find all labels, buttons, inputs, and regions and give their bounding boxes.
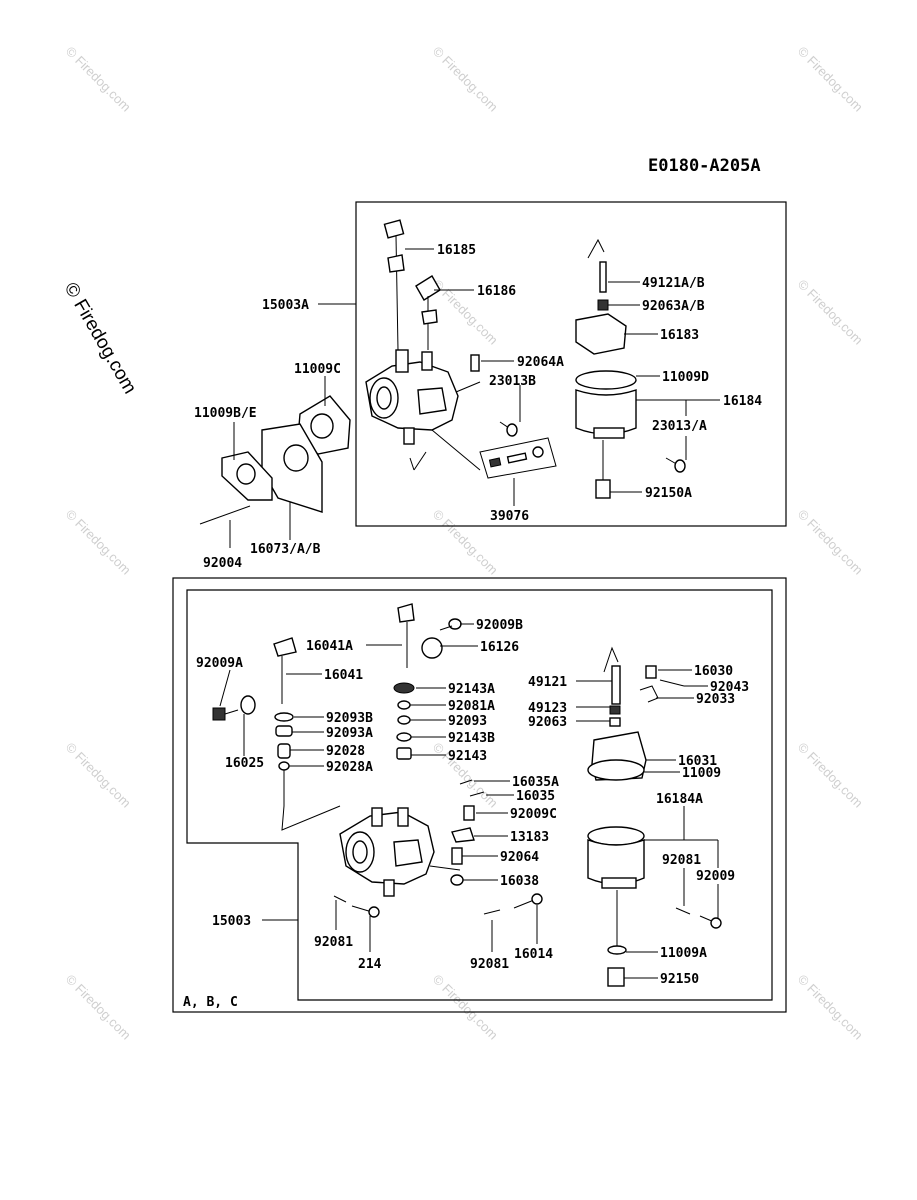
carburetor-body-lower xyxy=(339,807,435,897)
label-13183: 13183 xyxy=(510,830,549,845)
label-49121: 49121 xyxy=(528,675,567,690)
label-214: 214 xyxy=(358,957,382,972)
screw-92064A xyxy=(470,354,480,372)
sub-assembly-note: A, B, C xyxy=(183,995,238,1010)
label-92064: 92064 xyxy=(500,850,539,865)
label-92009C: 92009C xyxy=(510,807,557,822)
idle-screws-16035 xyxy=(450,779,485,886)
watermark: © Firedog.com xyxy=(795,972,866,1043)
label-16038: 16038 xyxy=(500,874,539,889)
label-92150A: 92150A xyxy=(645,486,692,501)
pilot-jets-lower xyxy=(333,893,543,918)
label-92009: 92009 xyxy=(696,869,735,884)
upper-leader-lines xyxy=(229,248,720,548)
label-92081-right: 92081 xyxy=(662,853,701,868)
label-92143: 92143 xyxy=(448,749,487,764)
throttle-shaft-16041 xyxy=(273,637,297,704)
label-16041A: 16041A xyxy=(306,639,353,654)
label-92009A: 92009A xyxy=(196,656,243,671)
choke-plate-16126 xyxy=(421,637,443,659)
label-92081-left: 92081 xyxy=(314,935,353,950)
label-15003A: 15003A xyxy=(262,298,309,313)
label-92093B: 92093B xyxy=(326,711,373,726)
brand-watermark: © Firedog.com xyxy=(60,279,141,398)
float-assembly-lower xyxy=(587,646,722,987)
lower-inner-frame xyxy=(186,589,773,1001)
label-92028: 92028 xyxy=(326,744,365,759)
label-11009D: 11009D xyxy=(662,370,709,385)
label-15003: 15003 xyxy=(212,914,251,929)
watermark: © Firedog.com xyxy=(63,507,134,578)
label-92033: 92033 xyxy=(696,692,735,707)
label-23013A: 23013/A xyxy=(652,419,707,434)
label-16184A: 16184A xyxy=(656,792,703,807)
label-16035A: 16035A xyxy=(512,775,559,790)
lower-leader-lines xyxy=(219,623,719,979)
watermarks: © Firedog.com © Firedog.com © Firedog.co… xyxy=(63,44,866,1043)
label-92143A: 92143A xyxy=(448,682,495,697)
watermark: © Firedog.com xyxy=(430,972,501,1043)
watermark: © Firedog.com xyxy=(795,507,866,578)
label-11009BE: 11009B/E xyxy=(194,406,257,421)
label-16186: 16186 xyxy=(477,284,516,299)
watermark: © Firedog.com xyxy=(63,44,134,115)
label-92081-center: 92081 xyxy=(470,957,509,972)
screw-23013A xyxy=(665,457,686,473)
label-11009C: 11009C xyxy=(294,362,341,377)
label-23013B: 23013B xyxy=(489,374,536,389)
throttle-lever-16186 xyxy=(415,275,441,350)
label-92028A: 92028A xyxy=(326,760,373,775)
watermark: © Firedog.com xyxy=(63,972,134,1043)
label-92093A: 92093A xyxy=(326,726,373,741)
screw-23013B xyxy=(499,421,518,437)
carburetor-body-upper xyxy=(365,349,459,445)
label-92004: 92004 xyxy=(203,556,242,571)
label-92081A: 92081A xyxy=(448,699,495,714)
choke-seals-column xyxy=(393,682,415,760)
watermark: © Firedog.com xyxy=(795,44,866,115)
upper-assembly-frame xyxy=(355,201,787,527)
choke-lever-16185 xyxy=(383,219,405,351)
watermark: © Firedog.com xyxy=(430,44,501,115)
label-92043: 92043 xyxy=(710,680,749,695)
throttle-seals-column xyxy=(274,712,294,771)
screw-92009A xyxy=(212,707,239,721)
label-92150: 92150 xyxy=(660,972,699,987)
label-16183: 16183 xyxy=(660,328,699,343)
label-16035: 16035 xyxy=(516,789,555,804)
choke-shaft-16041A xyxy=(397,603,415,668)
label-11009: 11009 xyxy=(682,766,721,781)
diagram-code: E0180-A205A xyxy=(648,156,761,176)
label-92093: 92093 xyxy=(448,714,487,729)
label-39076: 39076 xyxy=(490,509,529,524)
label-92063: 92063 xyxy=(528,715,567,730)
lower-outer-frame xyxy=(172,577,787,1013)
label-16030: 16030 xyxy=(694,664,733,679)
label-16014: 16014 xyxy=(514,947,553,962)
label-11009A: 11009A xyxy=(660,946,707,961)
label-92063AB: 92063A/B xyxy=(642,299,705,314)
stud-92004 xyxy=(199,505,251,525)
label-16184: 16184 xyxy=(723,394,762,409)
label-16041: 16041 xyxy=(324,668,363,683)
label-16025: 16025 xyxy=(225,756,264,771)
label-49121AB: 49121A/B xyxy=(642,276,705,291)
screw-92009B xyxy=(439,618,462,631)
float-assembly-upper xyxy=(575,238,686,499)
watermark: © Firedog.com xyxy=(63,740,134,811)
label-92009B: 92009B xyxy=(476,618,523,633)
label-16185: 16185 xyxy=(437,243,476,258)
label-16031: 16031 xyxy=(678,754,717,769)
label-49123: 49123 xyxy=(528,701,567,716)
label-92143B: 92143B xyxy=(448,731,495,746)
jet-set-39076 xyxy=(479,437,557,479)
label-16126: 16126 xyxy=(480,640,519,655)
watermark: © Firedog.com xyxy=(795,740,866,811)
label-16073AB: 16073/A/B xyxy=(250,542,321,557)
label-92064A: 92064A xyxy=(517,355,564,370)
watermark: © Firedog.com xyxy=(795,277,866,348)
throttle-plate-16025 xyxy=(240,695,256,715)
